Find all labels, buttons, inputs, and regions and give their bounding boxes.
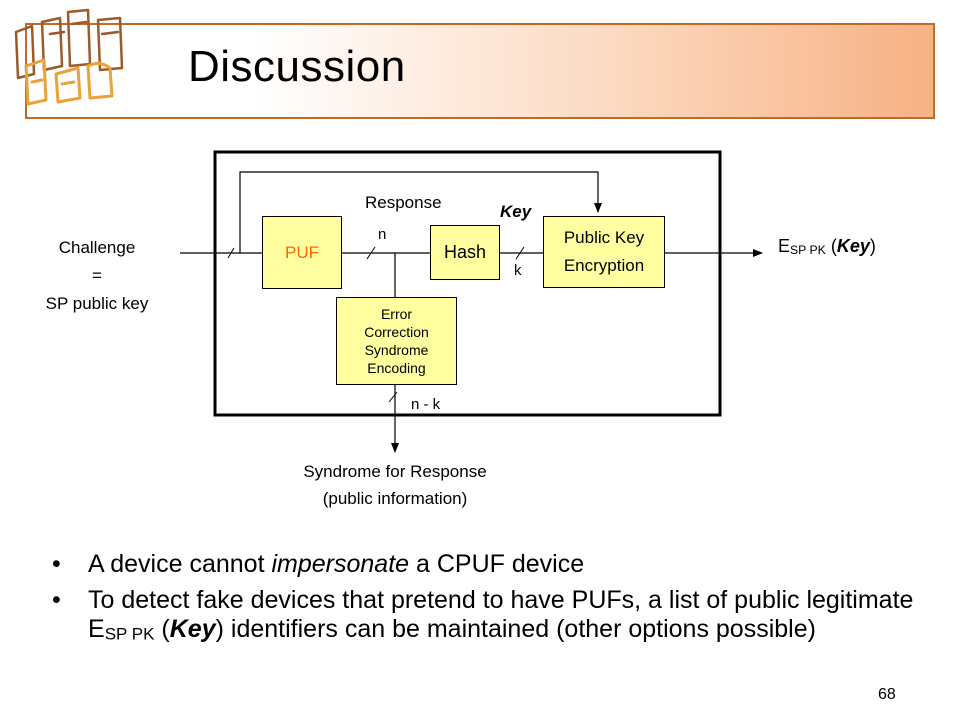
hash-label: Hash [443,242,487,262]
bullet-list: • A device cannot impersonate a CPUF dev… [52,550,932,656]
bullet1-text-post: a CPUF device [409,550,585,578]
bullet2-text-post: ) identifiers can be maintained (other o… [215,615,816,643]
slide-title: Discussion [188,42,406,91]
key-label: Key [500,202,532,221]
pke-label-line1: Public Key [563,228,645,247]
pke-label-line2: Encryption [563,256,645,275]
hash-box: Hash [430,225,500,280]
public-key-encryption-box: Public Key Encryption [543,216,665,288]
syndrome-label: Syndrome for Response (public informatio… [245,458,545,512]
bullet2-text-pre: To detect fake devices that pretend to h… [88,586,914,643]
puf-label: PUF [285,242,319,262]
output-label: ESP PK (Key) [778,236,876,257]
syndrome-line2: (public information) [322,489,468,508]
bullet2-sub: SP PK [104,624,155,644]
ecc-label-line1: Error [380,306,413,322]
bullet1-text-pre: A device cannot [88,550,272,578]
page-number: 68 [878,686,896,703]
title-bar [25,23,935,119]
bullet-dot-icon: • [52,550,61,578]
output-key: Key [836,236,870,256]
k-label: k [514,262,522,279]
output-e: E [778,236,791,256]
puf-box: PUF [262,216,342,289]
bullet-item: • To detect fake devices that pretend to… [52,586,932,649]
error-correction-box: Error Correction Syndrome Encoding [336,297,457,385]
syndrome-line1: Syndrome for Response [303,462,487,481]
bullet-dot-icon: • [52,586,61,614]
logo-icon [14,8,124,106]
bullet1-text-em: impersonate [271,550,410,578]
bullet-item: • A device cannot impersonate a CPUF dev… [52,550,932,579]
n-minus-k-label: n - k [411,396,441,413]
challenge-label: Challenge = SP public key [22,234,172,318]
response-label: Response [365,193,442,212]
ecc-label-line4: Encoding [367,360,426,376]
bullet2-key: Key [169,615,216,643]
output-sub: SP PK [790,242,826,257]
bullet2-open: ( [154,615,170,643]
challenge-line1: Challenge [58,238,136,257]
challenge-line2: = [92,266,102,285]
challenge-line3: SP public key [45,294,149,313]
n-label: n [378,226,387,243]
ecc-label-line3: Syndrome [364,342,429,358]
ecc-label-line2: Correction [364,324,429,340]
